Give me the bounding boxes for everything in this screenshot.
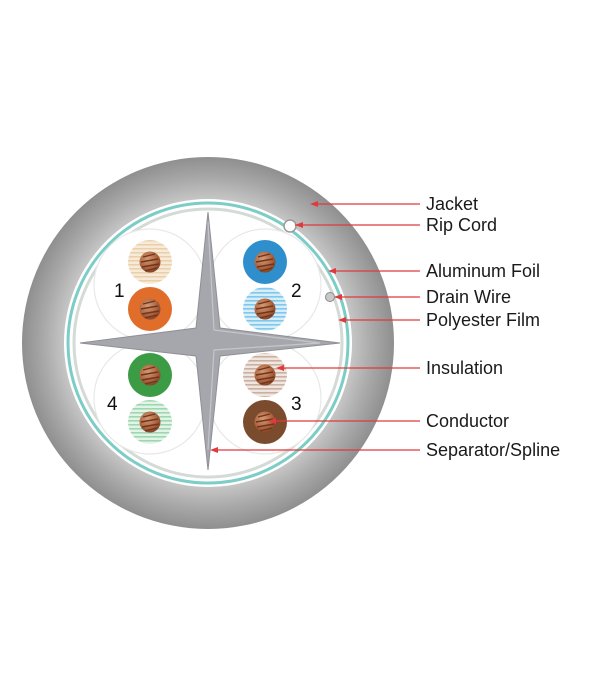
aluminum-foil-label: Aluminum Foil [426, 261, 540, 281]
separator-arrowhead [210, 447, 218, 453]
insulation-label: Insulation [426, 358, 503, 378]
conductor-arrowhead [268, 418, 276, 424]
conductor-label: Conductor [426, 411, 509, 431]
callout-arrowheads [210, 201, 346, 453]
jacket-arrowhead [310, 201, 318, 207]
pair2-striped-conductor [253, 297, 277, 321]
pair3-striped-conductor [253, 363, 277, 387]
pair4-solid-conductor [138, 363, 162, 387]
jacket-label: Jacket [426, 194, 478, 214]
pair1-solid-conductor [138, 297, 162, 321]
aluminum-foil-arrowhead [328, 268, 336, 274]
pair1-number: 1 [114, 281, 125, 302]
pair1-striped-conductor [138, 250, 162, 274]
rip-cord [283, 219, 297, 233]
separator-spline [79, 211, 341, 471]
drain-wire-arrowhead [334, 294, 342, 300]
polyester-film-label: Polyester Film [426, 310, 540, 330]
insulation-arrowhead [276, 365, 284, 371]
pair2-solid-conductor [253, 250, 277, 274]
rip-cord-arrowhead [295, 222, 303, 228]
separator-label: Separator/Spline [426, 440, 560, 460]
polyester-film-arrowhead [338, 317, 346, 323]
pair4-number: 4 [107, 394, 118, 415]
pair3-number: 3 [291, 394, 302, 415]
rip-cord-label: Rip Cord [426, 215, 497, 235]
drain-wire [325, 292, 335, 302]
pair2-number: 2 [291, 281, 302, 302]
callout-lines [212, 203, 420, 451]
aluminum-foil-ring [66, 201, 350, 485]
pair4-striped-conductor [138, 410, 162, 434]
separator-spline-highlight [207, 221, 321, 451]
drain-wire-label: Drain Wire [426, 287, 511, 307]
